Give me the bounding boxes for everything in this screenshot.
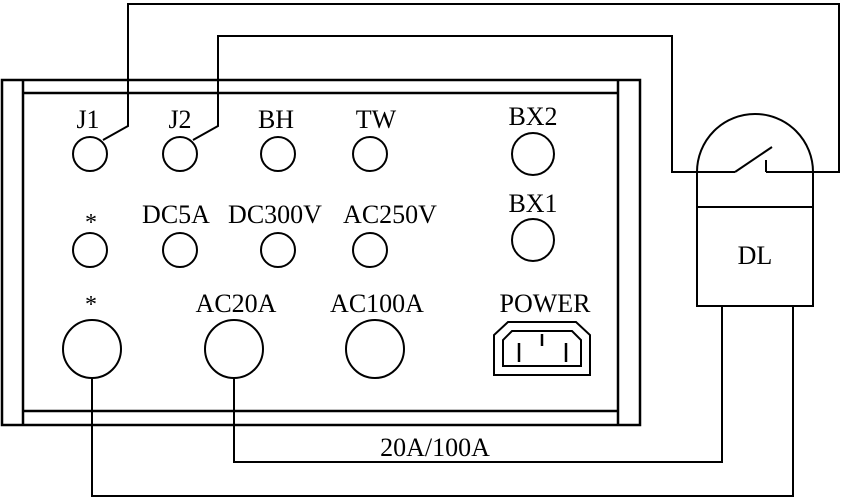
dc300v-label: DC300V (228, 200, 322, 229)
power-label: POWER (500, 289, 592, 318)
range-wire-label: 20A/100A (380, 433, 490, 462)
ac250v-label: AC250V (343, 200, 437, 229)
j2-wire (192, 35, 735, 173)
ac20a-label: AC20A (196, 289, 277, 318)
j2-terminal[interactable] (162, 136, 198, 172)
bx1-label: BX1 (508, 189, 557, 218)
tw-label: TW (356, 105, 397, 134)
bx2-fuse-holder[interactable] (511, 132, 555, 176)
dc5a-terminal[interactable] (162, 232, 198, 268)
ac100a-label: AC100A (330, 289, 424, 318)
common-wire (91, 306, 794, 497)
ac250v-terminal[interactable] (352, 232, 388, 268)
bx1-fuse-holder[interactable] (511, 218, 555, 262)
bh-label: BH (258, 105, 294, 134)
instrument-panel (0, 78, 642, 427)
j1-wire (102, 3, 840, 173)
tw-terminal[interactable] (352, 136, 388, 172)
relay-label: DL (738, 241, 773, 270)
ac20a-terminal[interactable] (204, 319, 264, 379)
j2-label: J2 (168, 105, 191, 134)
dc5a-label: DC5A (142, 200, 210, 229)
dc300v-terminal[interactable] (260, 232, 296, 268)
common-small-terminal[interactable] (72, 232, 108, 268)
common-large-terminal[interactable] (62, 319, 122, 379)
star-large-label: * (85, 292, 97, 318)
iec-power-inlet-icon[interactable] (493, 321, 591, 376)
star-small-label: * (85, 210, 97, 236)
j1-terminal[interactable] (72, 136, 108, 172)
bx2-label: BX2 (508, 102, 557, 131)
relay-dl (696, 113, 814, 307)
ac100a-terminal[interactable] (345, 319, 405, 379)
switch-contact-icon (734, 146, 773, 173)
bh-terminal[interactable] (260, 136, 296, 172)
j1-label: J1 (76, 105, 99, 134)
range-wire (233, 306, 723, 463)
